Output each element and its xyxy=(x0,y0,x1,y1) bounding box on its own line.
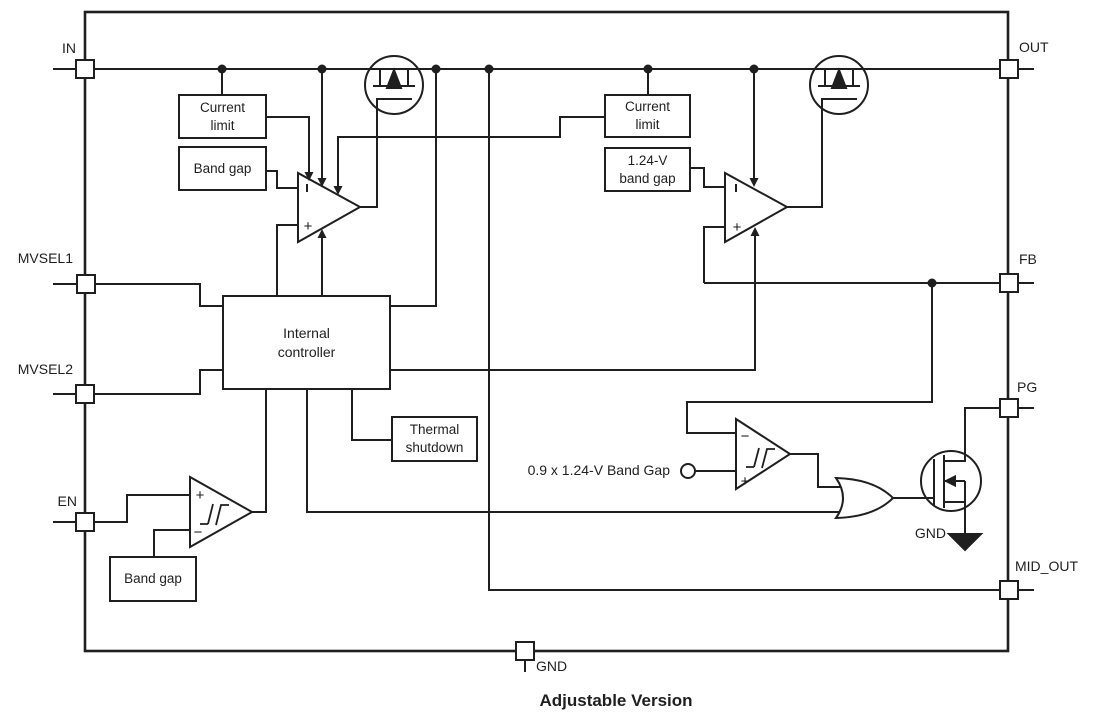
wire-amp1-out xyxy=(360,99,378,208)
pin-in xyxy=(75,59,95,79)
amp1-plus-sign: + xyxy=(304,218,313,235)
current-limit-2-label: Current limit xyxy=(624,99,670,132)
pin-pg xyxy=(999,398,1019,418)
wire-ctrl-amp1-plus xyxy=(276,224,298,296)
pin-fb-label: FB xyxy=(1019,251,1037,267)
wire-bandgap-en xyxy=(153,529,190,557)
pg-comp-minus-sign: − xyxy=(741,428,750,445)
wire-pgcomp-out xyxy=(790,453,844,488)
band-gap-ref-label: 1.24-V band gap xyxy=(619,152,676,186)
wire-ctrl-or xyxy=(306,389,843,513)
amp-input-signs: + + + − − + xyxy=(194,218,750,541)
en-comp-plus-sign: + xyxy=(196,487,205,504)
error-amp-1 xyxy=(297,171,363,244)
junction-dots xyxy=(217,64,937,288)
wire-fb-pgcomp xyxy=(686,283,933,434)
pin-pg-label: PG xyxy=(1017,379,1038,395)
pin-out-label: OUT xyxy=(1019,39,1049,55)
wire-mvsel1 xyxy=(95,283,223,307)
block-internal-controller xyxy=(222,295,391,390)
block-thermal-shutdown xyxy=(391,416,478,462)
block-band-gap-1 xyxy=(178,146,267,191)
wire-mvsel2 xyxy=(95,369,223,395)
chip-border xyxy=(83,10,1010,653)
wire-ctrl-rail xyxy=(390,69,437,307)
wire-left-pin-stubs xyxy=(53,68,77,523)
en-comparator-hysteresis-icon xyxy=(200,503,229,526)
wire-fb-amp2 xyxy=(703,226,725,283)
block-band-gap-en xyxy=(109,556,197,602)
block-current-limit-1 xyxy=(178,94,267,139)
amplifiers xyxy=(189,171,792,549)
wire-nmos-source-gnd xyxy=(944,501,966,534)
wire-cl2-out xyxy=(337,116,605,189)
error-amp-2 xyxy=(724,171,790,244)
wire-bandgap1-out xyxy=(266,170,298,189)
pg-comp-plus-sign: + xyxy=(741,473,750,490)
band-gap-en-label: Band gap xyxy=(124,571,182,587)
pg-reference-terminal xyxy=(680,463,696,479)
wires xyxy=(53,68,1034,672)
wire-en-comp-out xyxy=(252,389,267,513)
band-gap-1-label: Band gap xyxy=(193,160,252,176)
wire-cl1-out xyxy=(266,116,310,176)
wire-en xyxy=(94,494,190,523)
diagram-title: Adjustable Version xyxy=(539,691,693,710)
nmos-body-arrow xyxy=(943,474,956,488)
pin-en xyxy=(75,512,95,532)
or-gate xyxy=(834,476,895,520)
arrowheads xyxy=(304,172,760,238)
pin-gnd xyxy=(515,641,535,661)
pin-out xyxy=(999,59,1019,79)
pin-mvsel2 xyxy=(75,384,95,404)
pin-en-label: EN xyxy=(57,493,77,509)
pg-comparator-hysteresis-icon xyxy=(746,447,775,469)
pg-reference-label: 0.9 x 1.24-V Band Gap xyxy=(527,462,670,478)
pin-fb xyxy=(999,273,1019,293)
ground-symbol-icon xyxy=(946,533,984,552)
pmos-pass-transistor-2 xyxy=(809,55,869,115)
pin-mvsel2-label: MVSEL2 xyxy=(17,361,73,377)
internal-controller-label: Internal controller xyxy=(277,325,336,360)
current-limit-1-label: Current limit xyxy=(199,99,245,133)
pg-comparator xyxy=(735,417,792,491)
pin-mid-out-label: MID_OUT xyxy=(1015,558,1078,574)
wire-amp2-out xyxy=(787,99,823,208)
block-current-limit-2 xyxy=(604,94,691,138)
wire-ctrl-thermal xyxy=(351,389,392,441)
pin-mid-out xyxy=(999,580,1019,600)
wire-ctrl-amp2-plus xyxy=(390,233,756,371)
pin-gnd-label: GND xyxy=(536,658,568,674)
amp2-plus-sign: + xyxy=(733,219,742,236)
pin-squares xyxy=(75,59,1019,661)
nmos-pg-transistor xyxy=(920,450,982,512)
wire-bandgap-ref-out xyxy=(690,167,725,188)
thermal-shutdown-label: Thermal shutdown xyxy=(405,422,464,455)
gnd-internal-label: GND xyxy=(914,525,946,541)
blocks xyxy=(109,94,691,602)
pin-mvsel1 xyxy=(76,274,96,294)
block-band-gap-ref xyxy=(604,147,691,192)
wire-nmos-drain-pg xyxy=(944,407,1000,462)
en-comparator xyxy=(189,475,255,549)
wire-right-pin-stubs xyxy=(1018,68,1034,591)
en-comp-minus-sign: − xyxy=(194,524,203,541)
pin-in-label: IN xyxy=(62,40,76,56)
pin-mvsel1-label: MVSEL1 xyxy=(17,250,73,266)
wire-mid-out xyxy=(488,69,1000,591)
pmos-pass-transistor-1 xyxy=(364,55,424,115)
